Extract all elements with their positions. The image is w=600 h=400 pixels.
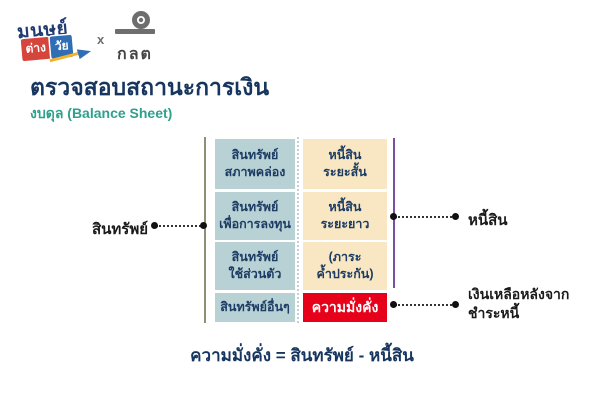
connector-dot [390,301,397,308]
sec-logo: กลต [111,11,159,67]
liabilities-side-label: หนี้สิน [468,212,508,229]
box-text-line: สินทรัพย์ [231,200,279,215]
liability-box-short-term: หนี้สิน ระยะสั้น [303,139,387,189]
box-text-line: เพื่อการลงทุน [219,217,291,231]
assets-side-label: สินทรัพย์ [91,221,148,238]
assets-bracket-line [204,137,206,323]
box-text-line: หนี้สิน [328,200,362,215]
box-text-line: ค้ำประกัน) [316,267,374,281]
page-title: ตรวจสอบสถานะการเงิน [30,74,270,100]
sec-logo-label: กลต [117,46,153,63]
assets-connector-line [156,225,204,227]
connector-dot [151,222,158,229]
page-subtitle: งบดุล (Balance Sheet) [30,105,173,121]
connector-dot [452,213,459,220]
box-text-line: หนี้สิน [328,148,362,163]
asset-box-other: สินทรัพย์อื่นๆ [215,293,295,322]
liabilities-connector-line [395,216,455,218]
box-text-line: สินทรัพย์ [231,250,279,265]
leftover-label-line1: เงินเหลือหลังจาก [468,286,570,302]
box-text-line: ใช้ส่วนตัว [228,267,282,281]
liability-box-guarantee: (ภาระ ค้ำประกัน) [303,242,387,290]
asset-box-personal-use: สินทรัพย์ ใช้ส่วนตัว [215,242,295,290]
wealth-formula: ความมั่งคั่ง = สินทรัพย์ - หนี้สิน [190,346,414,365]
box-text-line: ความมั่งคั่ง [311,299,379,316]
column-divider-dotted-line [297,137,299,323]
connector-dot [390,213,397,220]
connector-dot [452,301,459,308]
box-text-line: สินทรัพย์อื่นๆ [220,300,290,315]
brand-badge-red: ต่าง [20,36,51,62]
box-text-line: สินทรัพย์ [231,148,279,163]
arrow-icon [49,47,92,69]
liability-box-long-term: หนี้สิน ระยะยาว [303,192,387,240]
scroll-icon [114,11,156,40]
connector-dot [200,222,207,229]
wealth-box: ความมั่งคั่ง [303,293,387,322]
box-text-line: ระยะยาว [320,217,370,231]
leftover-label-line2: ชำระหนี้ [468,304,520,321]
logo-separator: x [97,32,105,47]
asset-box-liquid: สินทรัพย์ สภาพคล่อง [215,139,295,189]
box-text-line: (ภาระ [328,250,362,265]
asset-box-investment: สินทรัพย์ เพื่อการลงทุน [215,192,295,240]
box-text-line: สภาพคล่อง [224,165,286,179]
leftover-after-debt-label: เงินเหลือหลังจาก ชำระหนี้ [468,285,569,323]
box-text-line: ระยะสั้น [323,165,367,179]
manut-tangwai-logo: มนุษย์ ต่างวัย [16,11,100,72]
leftover-connector-line [395,304,455,306]
